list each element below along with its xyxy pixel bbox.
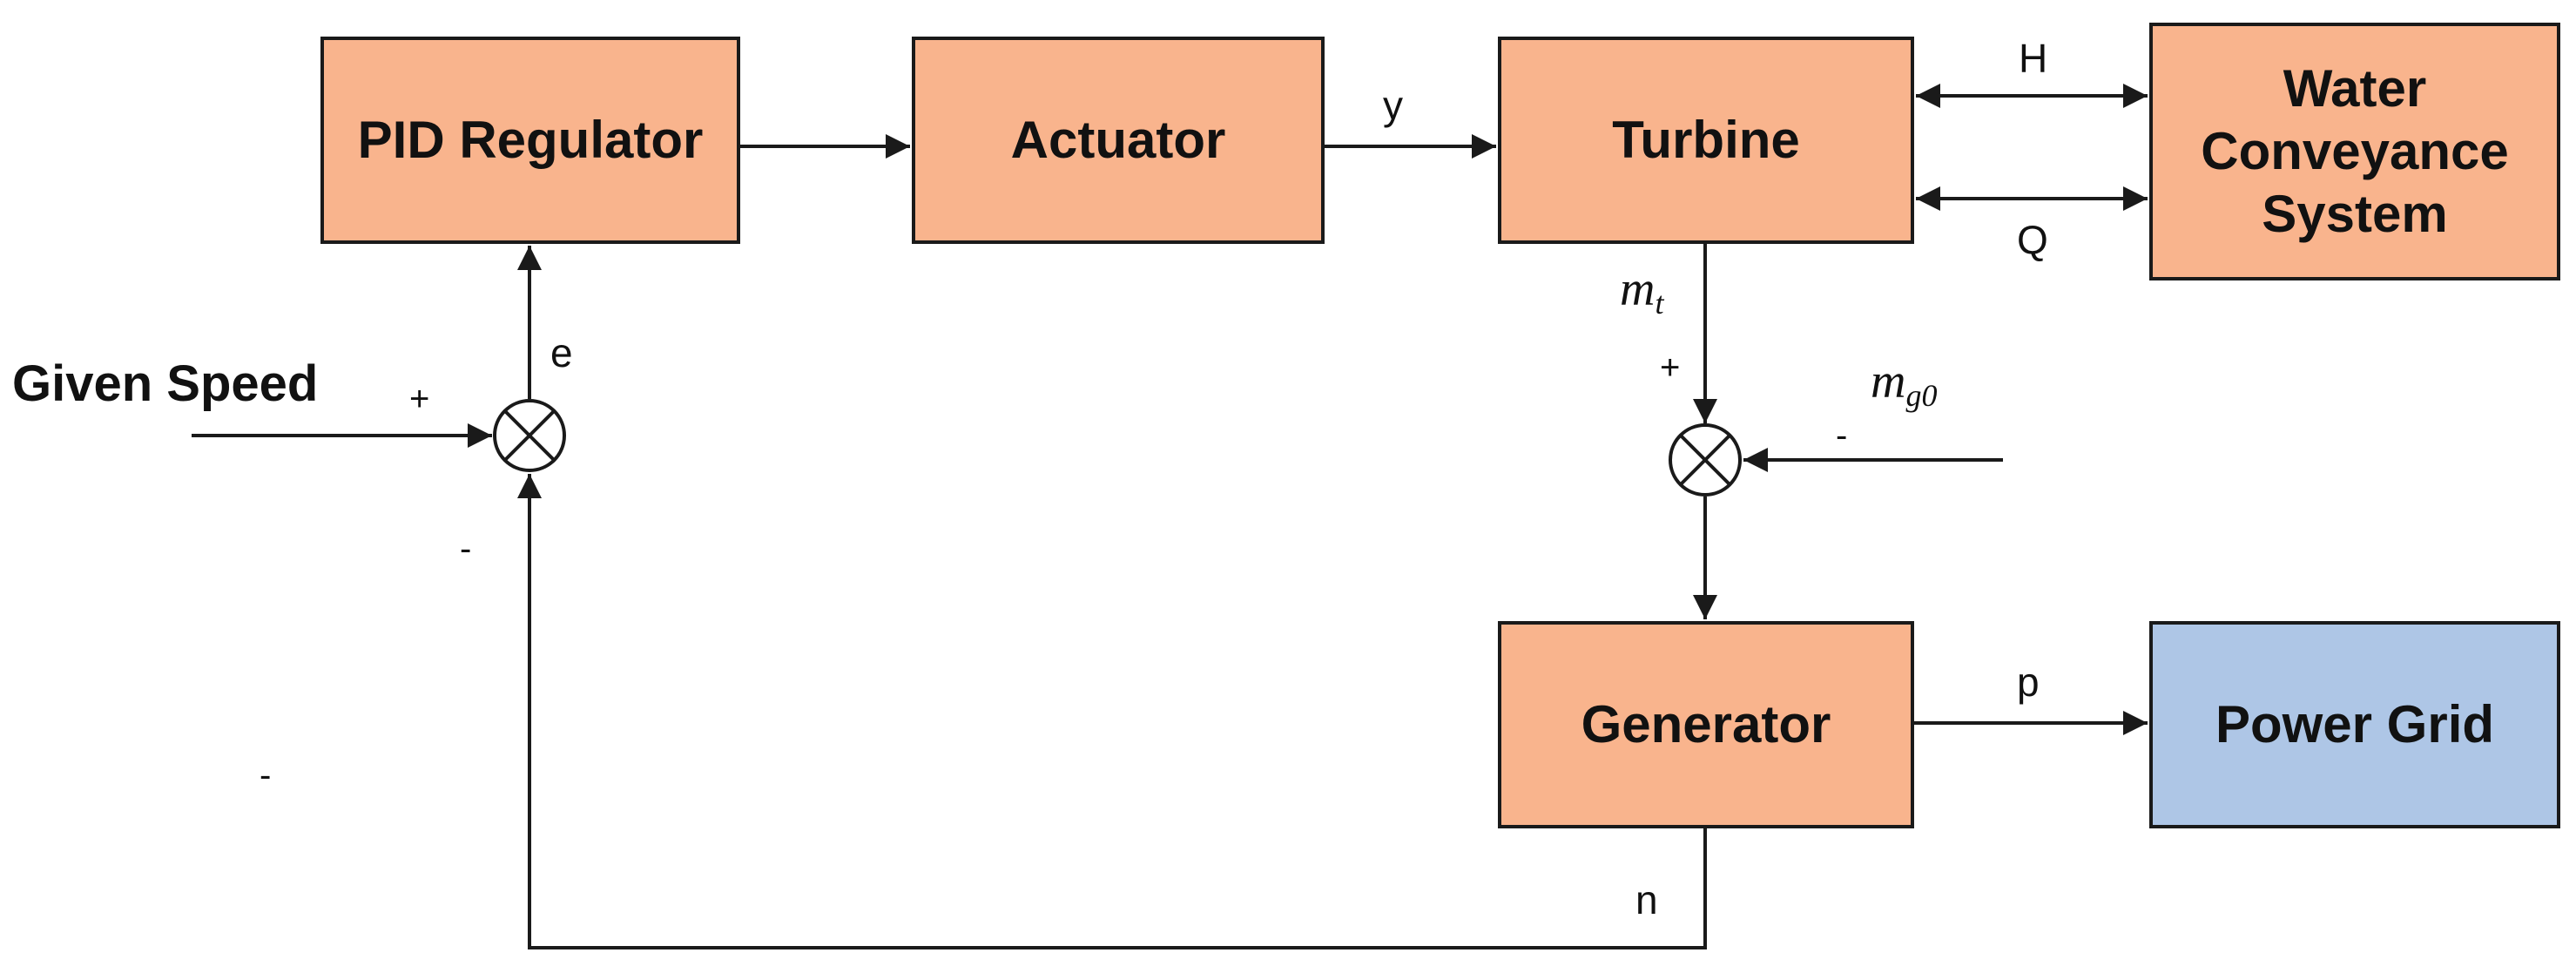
feedback-path-n [517,474,1707,949]
stray-minus-sign: - [260,756,272,794]
given-speed-label: Given Speed [12,355,319,412]
summing-junction-2 [1669,423,1742,497]
water-label-line-3: System [2262,185,2448,243]
sum1-plus-sign: + [409,380,430,418]
power-grid-block: Power Grid [2149,621,2560,828]
summing-junction-1 [493,399,566,472]
signal-mt-label: mt [1620,262,1664,321]
power-grid-label: Power Grid [2215,695,2495,753]
signal-h-label: H [2019,36,2048,81]
signal-e-label: e [550,330,573,375]
turbine-block: Turbine [1498,37,1914,244]
generator-label: Generator [1581,695,1831,753]
signal-q-label: Q [2017,217,2048,262]
actuator-block: Actuator [912,37,1325,244]
turbine-label: Turbine [1612,111,1800,169]
water-label-line-2: Conveyance [2201,122,2509,180]
sum2-minus-sign: - [1836,416,1848,455]
sum2-plus-sign: + [1660,348,1681,387]
signal-n-label: n [1635,877,1658,922]
water-label-line-1: Water [2283,59,2427,118]
signal-p-label: p [2017,659,2040,705]
signal-y-label: y [1383,83,1403,128]
signal-mg0-label: mg0 [1871,355,1938,413]
sum1-minus-sign: - [460,530,472,568]
water-conveyance-block: Water Conveyance System [2149,23,2560,280]
generator-block: Generator [1498,621,1914,828]
pid-regulator-label: PID Regulator [357,111,704,169]
actuator-label: Actuator [1010,111,1226,169]
pid-regulator-block: PID Regulator [320,37,740,244]
